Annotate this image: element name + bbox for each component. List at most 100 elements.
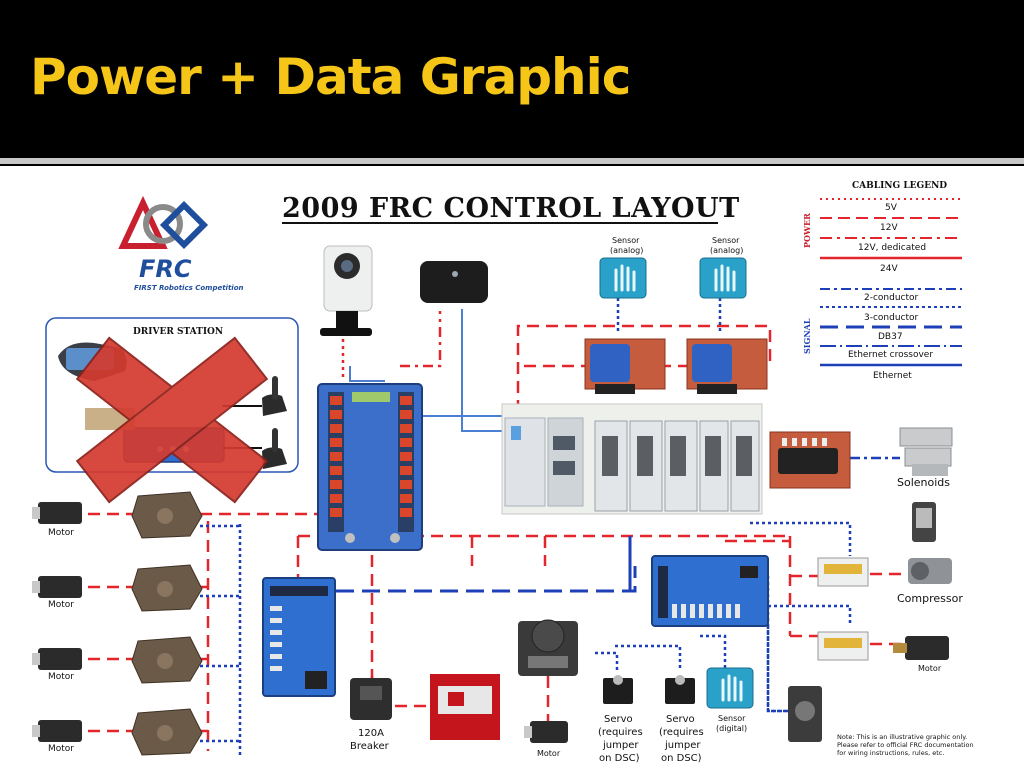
- solenoid-valve-icon: [899, 427, 953, 476]
- note-line-1: Note: This is an illustrative graphic on…: [837, 733, 967, 741]
- motor-icon: [32, 648, 82, 670]
- diagram-canvas: 2009 FRC CONTROL LAYOUT FRC FIRST Roboti…: [0, 166, 1024, 768]
- frc-logo-subtitle: FIRST Robotics Competition: [134, 284, 243, 292]
- note-line-2: Please refer to official FRC documentati…: [837, 741, 974, 749]
- frc-logo-triangle-icon: [118, 195, 168, 249]
- wireless-router-icon: [420, 261, 488, 303]
- frc-logo-mark: FRC: [139, 255, 192, 283]
- wire-sensor-digital: [700, 634, 727, 671]
- motor-label: Motor: [48, 528, 74, 538]
- control-layout-diagram: 2009 FRC CONTROL LAYOUT FRC FIRST Roboti…: [32, 181, 974, 764]
- legend-item-3-conductor: 3-conductor: [864, 313, 919, 323]
- frc-logo-circle-icon: [143, 204, 183, 244]
- sensor-hand-icon: [699, 257, 747, 299]
- pressure-switch-icon: [912, 502, 936, 542]
- wire-spike-signal-2: [768, 604, 852, 626]
- wire-servo-2: [615, 644, 682, 671]
- note-line-3: for wiring instructions, rules, etc.: [837, 749, 944, 757]
- motor-icon: [893, 636, 949, 660]
- sensor-hand-icon: [599, 257, 647, 299]
- cabling-legend: CABLING LEGEND POWER SIGNAL 5V 12V 12V, …: [802, 181, 962, 381]
- slide-header: Power + Data Graphic: [0, 0, 1024, 158]
- servo-icon: [603, 675, 633, 704]
- wire-router-power: [400, 311, 442, 368]
- frc-logo-square-icon: [159, 200, 209, 250]
- legend-item-ethernet: Ethernet: [873, 371, 912, 381]
- legend-power-label: POWER: [802, 213, 812, 248]
- jaguar-speed-controller: [131, 491, 203, 539]
- red-x-cross-icon: [75, 336, 269, 504]
- servo-2-line-1: Servo: [666, 714, 695, 725]
- main-breaker-icon: [350, 678, 392, 720]
- left-drive-motors: Motor Motor Motor Motor: [32, 491, 203, 756]
- header-divider: [0, 158, 1024, 164]
- encoder-icon: [788, 686, 822, 742]
- motor-label: Motor: [48, 744, 74, 754]
- compressor-label: Compressor: [897, 592, 963, 605]
- sensor-analog-1-line-2: (analog): [610, 246, 643, 255]
- legend-item-2-conductor: 2-conductor: [864, 293, 919, 303]
- digital-sidecar-left: [262, 577, 336, 697]
- legend-item-ethernet-crossover: Ethernet crossover: [848, 350, 933, 360]
- motor-icon: [32, 502, 82, 524]
- sensor-analog-1-line-1: Sensor: [612, 236, 640, 245]
- legend-signal-label: SIGNAL: [802, 318, 812, 354]
- servo-2-line-3: jumper: [664, 740, 701, 751]
- servo-1-line-3: jumper: [602, 740, 639, 751]
- spike-relay: [817, 557, 869, 587]
- power-distribution-board: [317, 383, 423, 551]
- victor-speed-controller: [518, 619, 578, 676]
- joystick-icon: [262, 376, 287, 416]
- driver-station-label: DRIVER STATION: [133, 327, 223, 337]
- wire-crio-power-loop: [516, 324, 772, 431]
- sensor-digital-line-2: (digital): [716, 724, 747, 733]
- spike-relay: [817, 631, 869, 661]
- legend-item-12v-dedicated: 12V, dedicated: [858, 243, 926, 253]
- sensor-analog-2-line-1: Sensor: [712, 236, 740, 245]
- servo-1-line-4: on DSC): [599, 753, 640, 764]
- battery-icon: [430, 674, 500, 740]
- frc-logo: FRC FIRST Robotics Competition: [118, 195, 243, 292]
- servo-1-line-2: (requires: [598, 727, 643, 738]
- servo-icon: [665, 675, 695, 704]
- legend-title: CABLING LEGEND: [852, 181, 947, 191]
- layout-title: 2009 FRC CONTROL LAYOUT: [282, 193, 740, 224]
- joystick-icon: [262, 428, 287, 469]
- wire-spike-signal-1: [750, 521, 852, 556]
- sensor-digital-line-1: Sensor: [718, 714, 746, 723]
- servo-1-line-1: Servo: [604, 714, 633, 725]
- motor-label: Motor: [48, 600, 74, 610]
- digital-sidecar: [651, 555, 769, 627]
- servo-2-line-2: (requires: [659, 727, 704, 738]
- solenoids-label: Solenoids: [897, 476, 950, 489]
- breaker-label-line-2: Breaker: [350, 741, 390, 752]
- motor-icon: [524, 721, 568, 743]
- wire-servo-1: [595, 651, 619, 671]
- motor-icon: [32, 720, 82, 742]
- motor-label: Motor: [48, 672, 74, 682]
- wire-encoder: [766, 626, 788, 713]
- analog-breakout-board: [584, 338, 666, 394]
- wire-ethernet-camera: [349, 366, 385, 382]
- solenoid-breakout-board: [769, 431, 851, 489]
- wire-sidecar-right: [766, 576, 790, 713]
- wire-ethernet-router: [461, 309, 505, 432]
- sensor-hand-icon: [706, 667, 754, 709]
- legend-item-db37: DB37: [878, 332, 903, 342]
- legend-item-12v: 12V: [880, 223, 898, 233]
- breaker-label-line-1: 120A: [358, 728, 384, 739]
- jaguar-speed-controller: [131, 564, 203, 612]
- slide-title: Power + Data Graphic: [30, 48, 631, 106]
- jaguar-speed-controller: [131, 636, 203, 684]
- motor-bottom-label: Motor: [537, 749, 561, 758]
- wire-db37: [310, 566, 637, 593]
- motor-icon: [32, 576, 82, 598]
- jaguar-speed-controller: [131, 708, 203, 756]
- crio-controller: [501, 403, 763, 515]
- compressor-icon: [908, 558, 952, 584]
- sensor-analog-2-line-2: (analog): [710, 246, 743, 255]
- legend-item-24v: 24V: [880, 264, 898, 274]
- servo-2-line-4: on DSC): [661, 753, 702, 764]
- legend-item-5v: 5V: [885, 203, 898, 213]
- axis-camera-icon: [320, 245, 373, 336]
